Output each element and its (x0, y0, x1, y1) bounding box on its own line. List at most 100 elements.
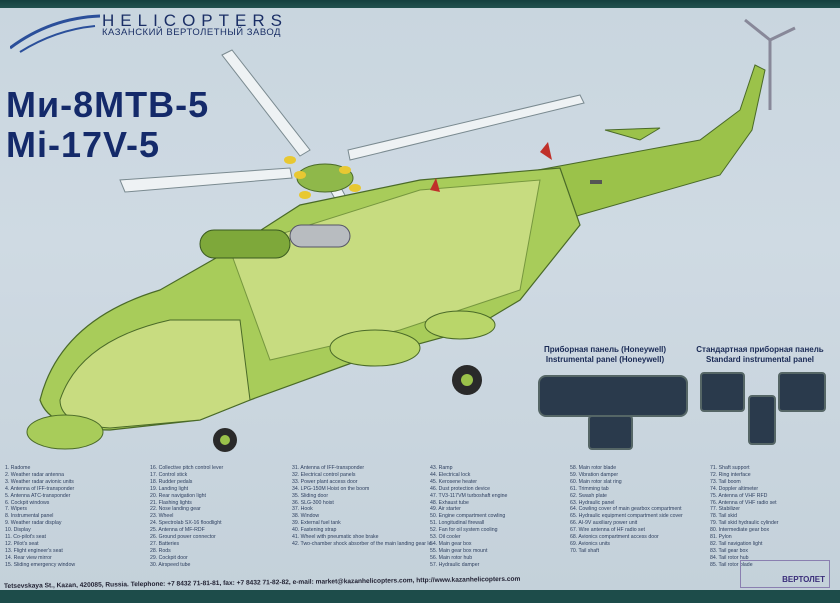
legend-item: 82. Tail navigation light (710, 540, 763, 547)
legend-item: 39. External fuel tank (292, 520, 341, 527)
fuel-tanks (329, 310, 496, 367)
legend-item: 74. Doppler altimeter (710, 485, 759, 492)
caption-ru: Приборная панель (Honeywell) (543, 345, 667, 354)
legend-item: 24. Spectrolab SX-16 floodlight (150, 520, 222, 527)
legend-item: 32. Electrical control panels (292, 471, 356, 478)
legend-item: 70. Tail shaft (570, 547, 600, 554)
legend-item: 19. Landing light (150, 485, 189, 492)
legend-item: 3. Weather radar avionic units (5, 478, 74, 485)
legend-item: 63. Hydraulic panel (570, 499, 615, 506)
legend-item: 78. Tail skid (710, 513, 738, 520)
legend-item: 15. Sliding emergency window (5, 561, 76, 568)
legend-item: 45. Kerosene heater (430, 478, 478, 485)
legend-item: 42. Two-chamber shock absorber of the ma… (292, 540, 432, 547)
legend-item: 5. Antenna ATC-transponder (5, 492, 71, 499)
legend-item: 21. Flashing lights (150, 499, 192, 506)
legend-item: 51. Longitudinal firewall (430, 520, 485, 527)
legend-item: 9. Weather radar display (5, 520, 62, 527)
legend-item: 50. Engine compartment cowling (430, 513, 506, 520)
legend-item: 46. Dust protection device (430, 485, 490, 492)
legend-item: 8. Instrumental panel (5, 513, 54, 520)
legend-item: 67. Wire antenna of HF radio set (570, 527, 645, 534)
legend-item: 53. Oil cooler (430, 534, 461, 541)
legend-item: 84. Tail rotor hub (710, 554, 749, 561)
legend-item: 60. Main rotor slat ring (570, 478, 622, 485)
rotor-blade (119, 167, 293, 193)
legend-item: 77. Stabilizer (710, 506, 740, 513)
legend-item: 80. Intermediate gear box (710, 527, 770, 534)
legend-item: 23. Wheel (150, 513, 174, 520)
legend-item: 16. Collective pitch control lever (150, 465, 224, 471)
legend-item: 81. Pylon (710, 534, 732, 541)
caption-en: Standard instrumental panel (705, 355, 815, 364)
legend-item: 83. Tail gear box (710, 547, 748, 554)
legend-item: 22. Nose landing gear (150, 506, 201, 513)
legend-item: 85. Tail rotor blade (710, 561, 753, 568)
legend-item: 72. Ring interface (710, 471, 751, 478)
red-antenna (540, 142, 552, 160)
legend-item: 31. Antenna of IFF-transponder (292, 465, 365, 471)
legend-item: 47. TV3-117VM turboshaft engine (430, 492, 508, 499)
legend-item: 30. Airspeed tube (150, 561, 191, 568)
legend-item: 38. Window (292, 513, 320, 520)
landing-gear (213, 180, 602, 452)
legend-item: 26. Ground power connector (150, 534, 216, 541)
legend-item: 2. Weather radar antenna (5, 471, 65, 478)
legend-item: 11. Co-pilot's seat (5, 534, 46, 541)
legend-item: 79. Tail skid hydraulic cylinder (710, 520, 779, 527)
title-en: Mi-17V-5 (6, 124, 161, 165)
kazan-logo-icon (10, 14, 100, 53)
standard-panel-center (748, 395, 776, 445)
legend-item: 33. Power plant access door (292, 478, 358, 485)
caption-ru: Стандартная приборная панель (696, 345, 824, 354)
tail-rotor (744, 18, 796, 110)
legend-item: 64. Cowling cover of main gearbox compar… (570, 506, 682, 513)
legend-item: 1. Radome (5, 465, 31, 471)
legend-item: 13. Flight engineer's seat (5, 547, 63, 554)
standard-panel-right (778, 372, 826, 412)
helicopter-cutaway-diagram (26, 18, 796, 452)
legend-item: 49. Air starter (430, 506, 461, 513)
legend-item: 4. Antenna of IFF-transponder (5, 485, 75, 492)
legend-item: 69. Avionics units (570, 540, 610, 547)
legend-item: 17. Control stick (150, 471, 188, 478)
legend-item: 28. Rods (150, 547, 171, 554)
brand-subtitle: КАЗАНСКИЙ ВЕРТОЛЕТНЫЙ ЗАВОД (102, 27, 281, 38)
legend-item: 55. Main gear box mount (430, 547, 488, 554)
brand-name: HELICOPTERS (102, 11, 288, 30)
legend-item: 54. Main gear box (430, 540, 472, 547)
rotor-blade (347, 94, 585, 161)
legend-item: 73. Tail boom (710, 478, 741, 485)
legend-item: 36. SLG-300 hoist (292, 499, 334, 506)
standard-panel-caption: Стандартная приборная панель Standard in… (695, 345, 825, 365)
stabilizer (604, 127, 661, 141)
standard-panel-left (700, 372, 745, 412)
legend-item: 56. Main rotor hub (430, 554, 473, 561)
legend-item: 48. Exhaust tube (430, 499, 469, 506)
honeywell-panel-caption: Приборная панель (Honeywell) Instrumenta… (540, 345, 670, 365)
legend-item: 44. Electrical lock (430, 471, 471, 478)
legend-item: 10. Display (5, 527, 31, 534)
legend-item: 14. Rear view mirror (5, 554, 52, 561)
library-stamp: ВЕРТОЛЕТ (740, 560, 830, 588)
honeywell-instrument-panel (538, 375, 688, 417)
legend-item: 35. Sliding door (292, 492, 329, 499)
rotor-hub (284, 156, 361, 199)
legend-item: 59. Vibration damper (570, 471, 619, 478)
red-antenna (430, 178, 440, 192)
legend-item: 57. Hydraulic damper (430, 561, 480, 568)
legend-item: 66. AI-9V auxiliary power unit (570, 520, 638, 527)
radome (26, 414, 104, 450)
legend-item: 20. Rear navigation light (150, 492, 206, 499)
poster-bottom-edge (0, 590, 840, 603)
legend-item: 37. Hook (292, 506, 313, 513)
rotor-blade (221, 49, 311, 157)
legend-item: 61. Trimming tab (570, 485, 609, 492)
honeywell-center-console (588, 415, 633, 450)
